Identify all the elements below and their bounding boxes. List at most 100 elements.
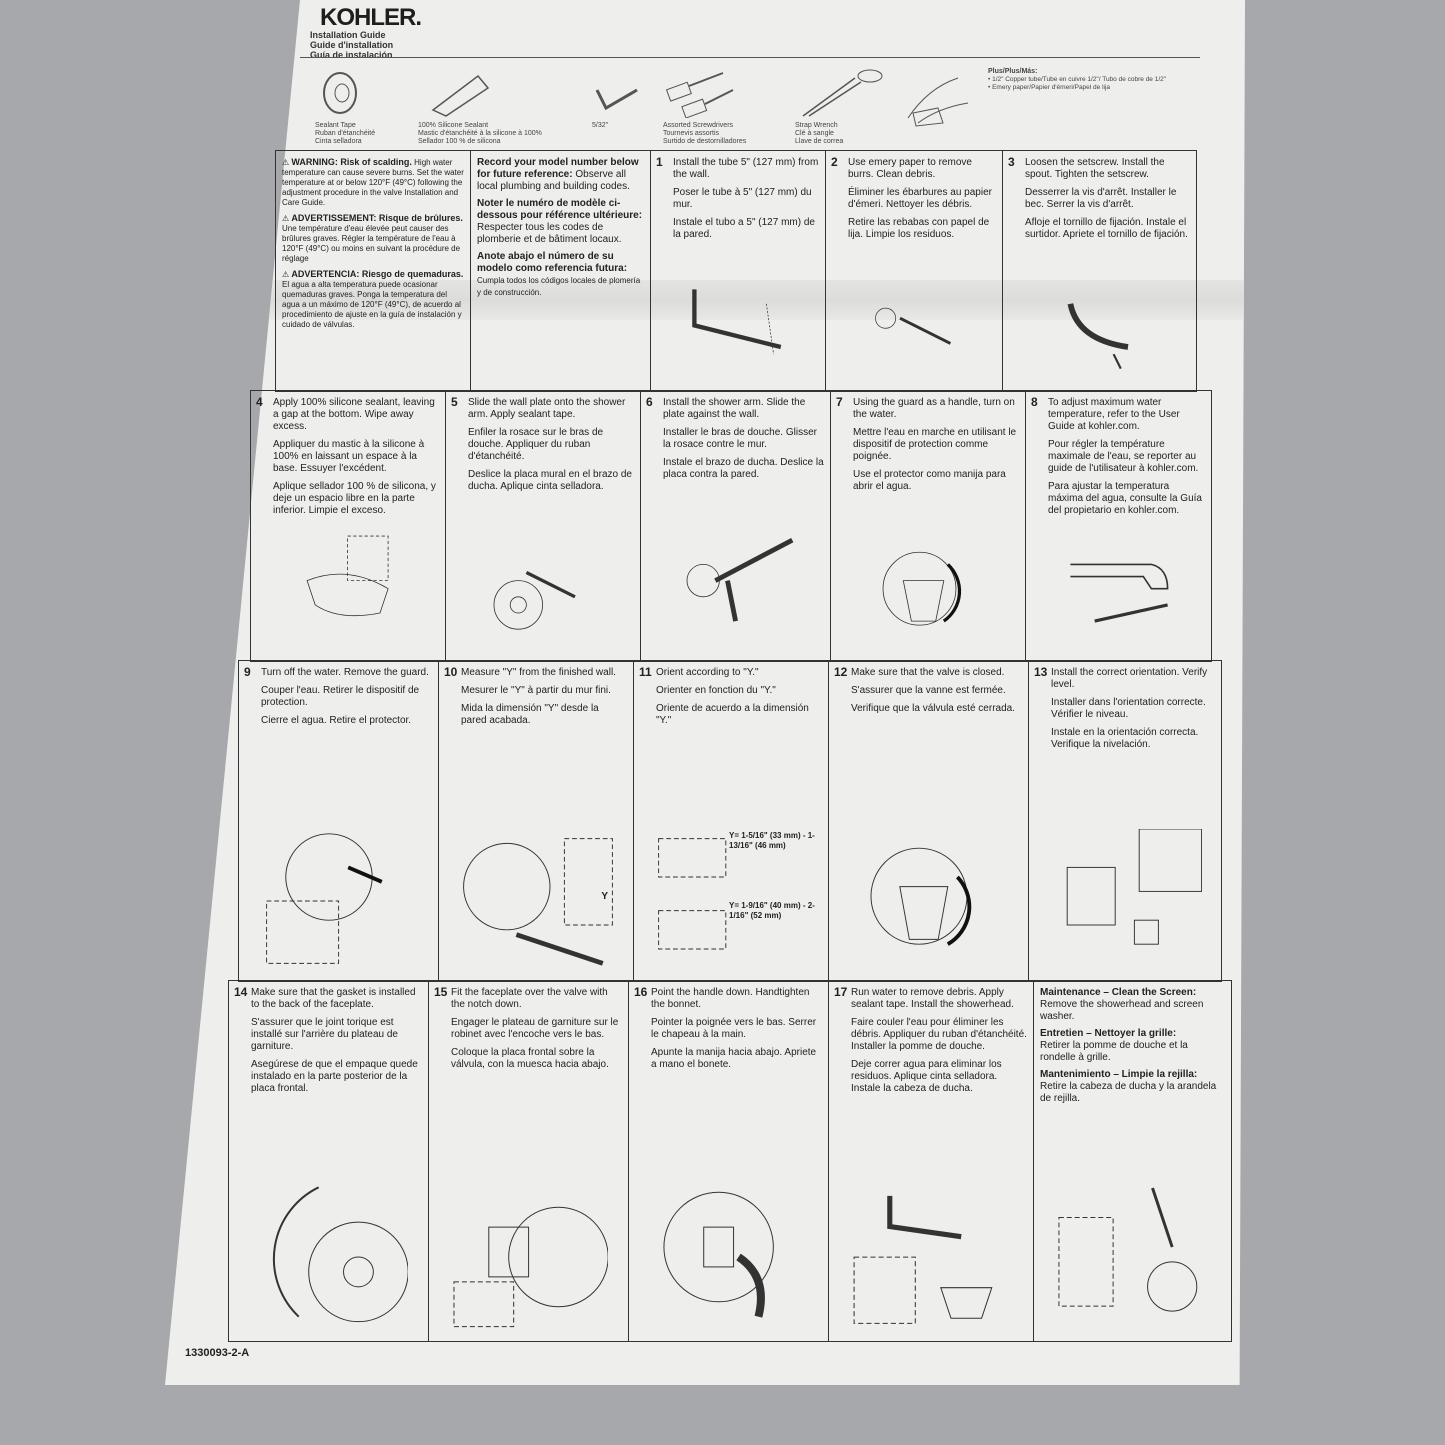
- plus-item: • 1/2" Copper tube/Tube en cuivre 1/2"/ …: [988, 76, 1167, 83]
- step-text: Install the shower arm. Slide the plate …: [663, 397, 824, 481]
- illustration-step-3: [1067, 303, 1129, 370]
- step-3: 3 Loosen the setscrew. Install the spout.…: [1003, 151, 1196, 391]
- title-es: Guía de instalación: [310, 50, 393, 60]
- illustration-step-10: [463, 838, 614, 966]
- step-text: Slide the wall plate onto the shower arm…: [468, 397, 634, 493]
- tool-label: Sealant Tape: [315, 122, 356, 129]
- step-text-es: Instale el tubo a 5" (127 mm) de la pare…: [673, 217, 815, 240]
- warning-title: WARNING: Risk of scalding.: [291, 157, 412, 167]
- silicone-tube-icon: [431, 74, 490, 117]
- step-text-es: Instale en la orientación correcta. Veri…: [1051, 727, 1199, 750]
- row-1: ⚠ WARNING: Risk of scalding. High water …: [275, 150, 1197, 392]
- warning-title: ADVERTENCIA: Riesgo de quemaduras.: [291, 269, 464, 279]
- step-text-fr: Installer dans l'orientation correcte. V…: [1051, 697, 1206, 720]
- screwdrivers-icon: [665, 72, 734, 118]
- step-text-es: Aplique sellador 100 % de silicona, y de…: [273, 481, 436, 516]
- tool-label: 5/32": [592, 122, 609, 129]
- step-text-en: Fit the faceplate over the valve with th…: [451, 987, 608, 1010]
- illustration-step-6: [686, 537, 794, 622]
- maintenance-text: Retire la cabeza de ducha y la arandela …: [1040, 1081, 1217, 1104]
- paper-fold: [165, 280, 1245, 320]
- step-number: 7: [836, 395, 843, 409]
- illustration-step-12: [870, 847, 972, 946]
- step-text-es: Instale el brazo de ducha. Deslice la pl…: [663, 457, 824, 480]
- step-text-fr: Appliquer du mastic à la silicone à 100%…: [273, 439, 425, 474]
- step-number: 9: [244, 665, 251, 679]
- plus-item: • Emery paper/Papier d'émeri/Papel de li…: [988, 84, 1111, 91]
- step-text-fr: Pointer la poignée vers le bas. Serrer l…: [651, 1017, 817, 1040]
- illustration-clean-screen: [1058, 1187, 1197, 1312]
- step-text-en: Make sure that the valve is closed.: [851, 667, 1005, 678]
- row-3: 9 Turn off the water. Remove the guard. Co…: [238, 660, 1222, 982]
- record-text: Respecter tous les codes de plomberie et…: [477, 222, 622, 245]
- step-text: Make sure that the valve is closed.S'ass…: [851, 667, 1022, 715]
- document-number: 1330093-2-A: [185, 1347, 250, 1359]
- warning-text: El agua a alta temperatura puede ocasion…: [282, 280, 462, 329]
- model-record-box: Record your model number below for futur…: [471, 151, 651, 391]
- guide-titles: Installation Guide Guide d'installation …: [310, 30, 393, 60]
- step-number: 3: [1008, 155, 1015, 169]
- record-text: Cumpla todos los códigos locales de plom…: [477, 276, 641, 297]
- kohler-logo: KOHLER.: [320, 4, 422, 31]
- step-text-fr: Installer le bras de douche. Glisser la …: [663, 427, 817, 450]
- step-text-es: Cierre el agua. Retire el protector.: [261, 715, 412, 726]
- step-text: Install the correct orientation. Verify …: [1051, 667, 1215, 751]
- sealant-tape-icon: [323, 72, 357, 114]
- step-text-fr: Pour régler la température maximale de l…: [1048, 439, 1199, 474]
- step-text-es: Coloque la placa frontal sobre la válvul…: [451, 1047, 609, 1070]
- title-en: Installation Guide: [310, 30, 386, 40]
- tool-label: Tournevis assortis: [663, 130, 720, 137]
- tool-label: Surtido de destornilladores: [663, 138, 747, 145]
- maintenance-title: Mantenimiento – Limpie la rejilla:: [1040, 1069, 1198, 1080]
- strap-wrench-icon: [802, 69, 883, 117]
- step-text: Loosen the setscrew. Install the spout. …: [1025, 157, 1190, 241]
- step-number: 2: [831, 155, 838, 169]
- tool-label: Strap Wrench: [795, 122, 838, 129]
- plus-title: Plus/Plus/Más:: [988, 68, 1038, 75]
- illustration-step-5: [493, 570, 577, 630]
- step-text-es: Afloje el tornillo de fijación. Instale …: [1025, 217, 1188, 240]
- illustration-step-8: [1069, 563, 1168, 623]
- step-text-fr: Couper l'eau. Retirer le dispositif de p…: [261, 685, 420, 708]
- dimension-b: Y= 1-9/16" (40 mm) - 2-1/16" (52 mm): [729, 901, 815, 920]
- step-text-fr: Engager le plateau de garniture sur le r…: [451, 1017, 619, 1040]
- tool-label: Ruban d'étanchéité: [315, 130, 376, 137]
- step-text-en: Install the shower arm. Slide the plate …: [663, 397, 806, 420]
- tool-label: Assorted Screwdrivers: [663, 122, 734, 129]
- tool-hex-key: 5/32": [592, 68, 642, 130]
- illustration-step-13: [1066, 829, 1202, 945]
- step-text-es: Deslice la placa mural en el brazo de du…: [468, 469, 632, 492]
- illustration-step-14: [272, 1186, 409, 1323]
- step-text: Use emery paper to remove burrs. Clean d…: [848, 157, 996, 241]
- step-text: Measure "Y" from the finished wall.Mesur…: [461, 667, 627, 727]
- step-text: Orient according to "Y."Orienter en fonc…: [656, 667, 822, 727]
- step-text-en: Turn off the water. Remove the guard.: [261, 667, 429, 678]
- tool-label: Cinta selladora: [315, 138, 362, 145]
- maintenance-title: Entretien – Nettoyer la grille:: [1040, 1028, 1177, 1039]
- step-number: 13: [1034, 665, 1048, 679]
- step-text-es: Deje correr agua para eliminar los resid…: [851, 1059, 1002, 1094]
- warning-icon: ⚠: [282, 270, 290, 279]
- step-text-en: Use emery paper to remove burrs. Clean d…: [848, 157, 972, 180]
- dimension-a: Y= 1-5/16" (33 mm) - 1-13/16" (46 mm): [729, 831, 815, 850]
- step-text-fr: S'assurer que le joint torique est insta…: [251, 1017, 398, 1052]
- illustration-step-1: [692, 289, 782, 355]
- maintenance-text: Remove the showerhead and screen washer.: [1040, 999, 1204, 1022]
